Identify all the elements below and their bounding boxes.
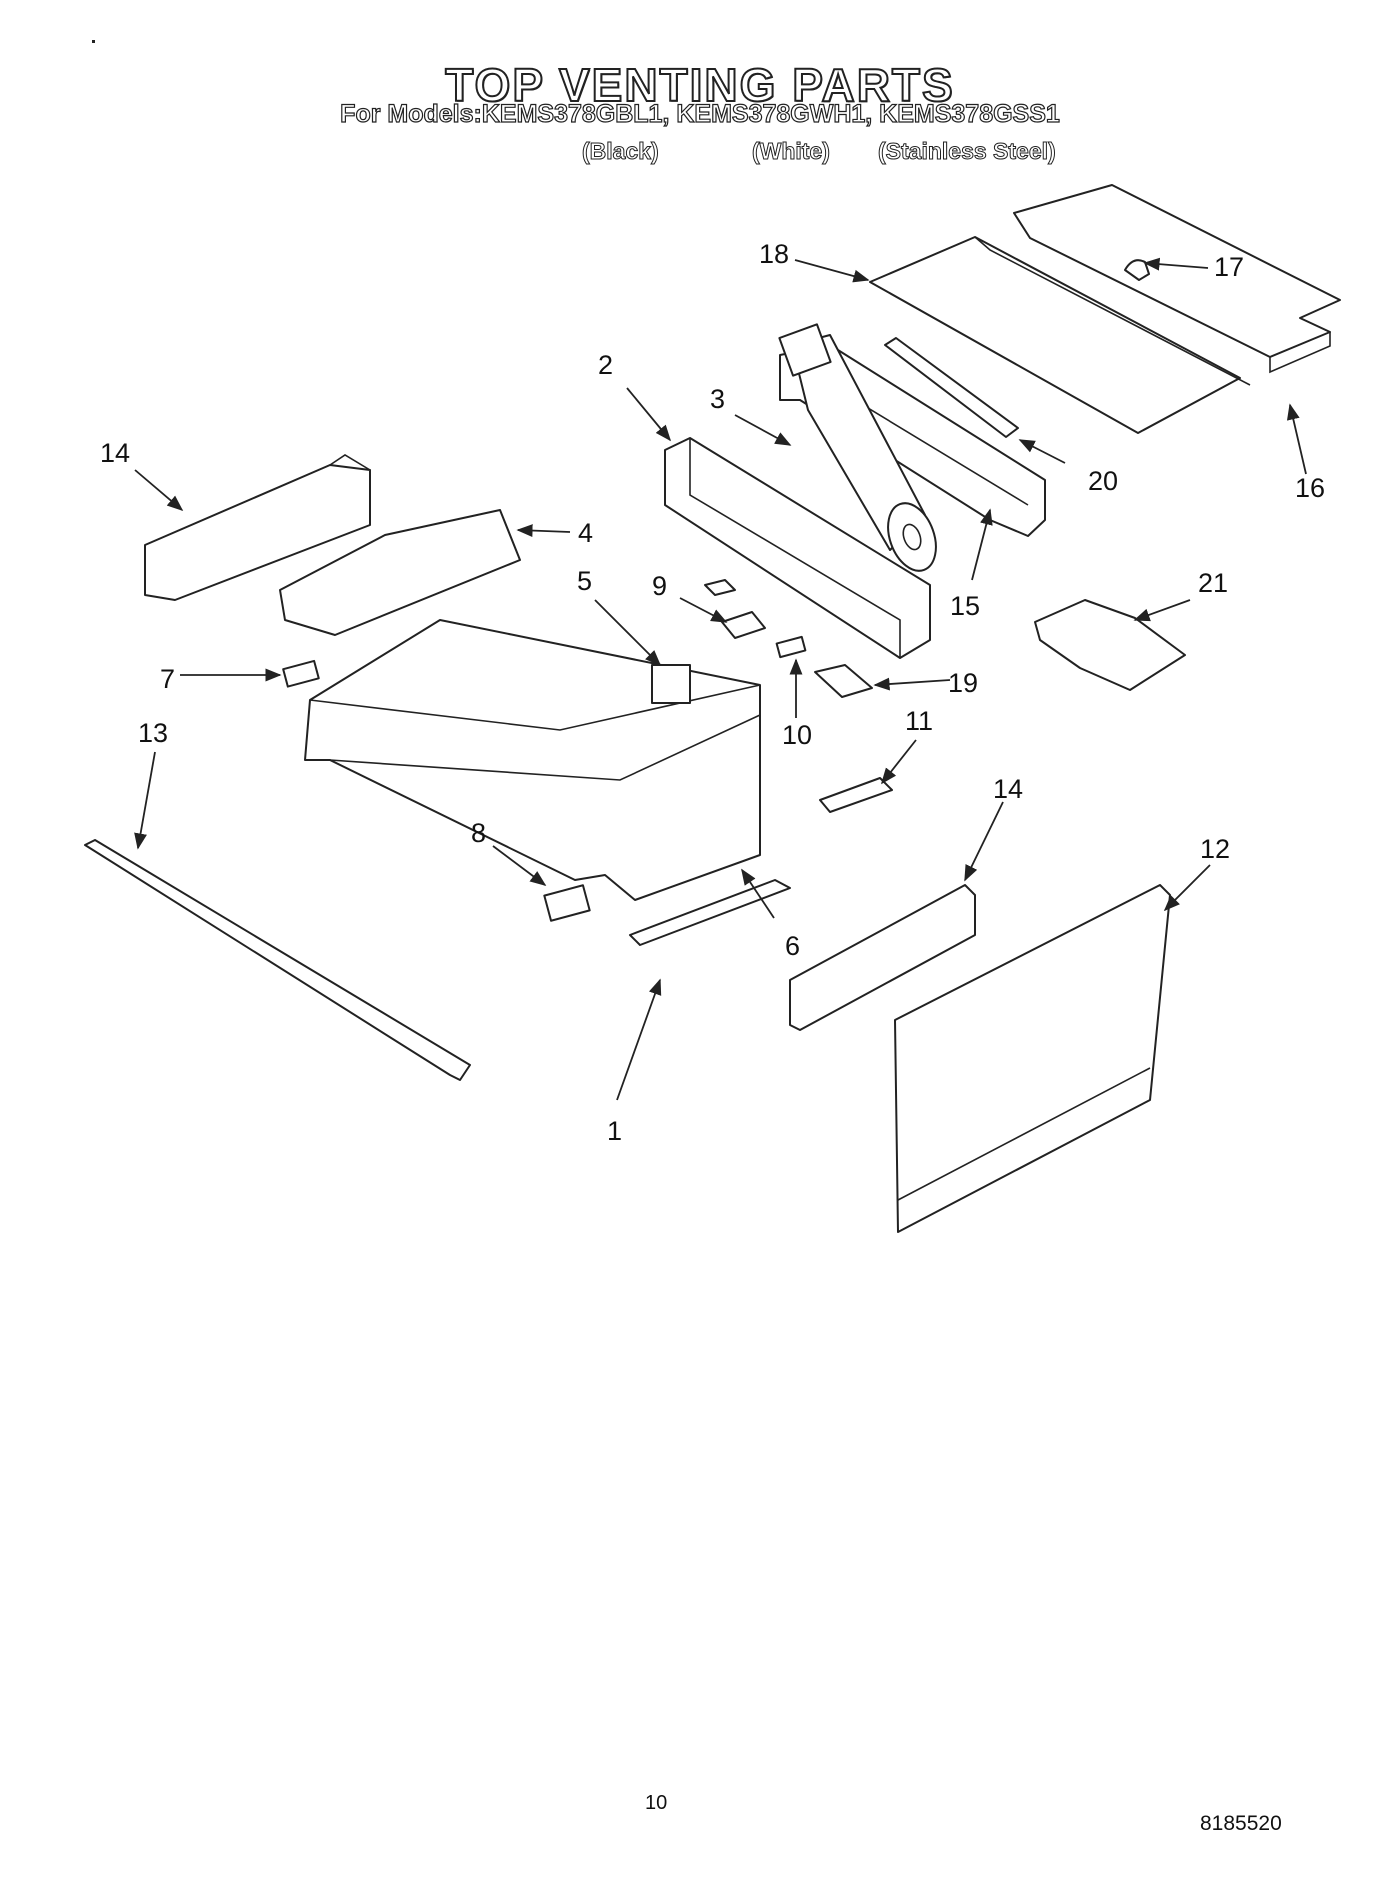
part-7-clip <box>282 659 320 688</box>
part-6-vent-housing <box>304 619 761 901</box>
part-14-right-bracket <box>789 884 976 1031</box>
part-9-terminal <box>704 579 766 639</box>
part-3-blower <box>778 323 937 572</box>
callout-1: 1 <box>607 1116 622 1146</box>
variant-black: (Black) <box>582 138 660 165</box>
models-line: For Models:KEMS378GBL1, KEMS378GWH1, KEM… <box>340 99 1061 128</box>
part-12-side-panel <box>894 884 1171 1233</box>
callout-10: 10 <box>782 720 812 750</box>
part-14-left-bracket <box>144 454 371 601</box>
callout-19: 19 <box>948 668 978 698</box>
callout-14-right: 14 <box>993 774 1023 804</box>
leader-lines <box>134 257 1307 1101</box>
callout-15: 15 <box>950 591 980 621</box>
callout-17: 17 <box>1214 252 1244 282</box>
part-18-vent-shield <box>869 236 1251 434</box>
variant-white: (White) <box>752 138 831 165</box>
callout-5: 5 <box>577 566 592 596</box>
callout-14-left: 14 <box>100 438 130 468</box>
callout-11: 11 <box>905 706 933 736</box>
callout-13: 13 <box>138 718 168 748</box>
part-20-gasket <box>884 337 1019 438</box>
callout-20: 20 <box>1088 466 1118 496</box>
callout-21: 21 <box>1198 568 1228 598</box>
callout-18: 18 <box>759 239 789 269</box>
callout-2: 2 <box>598 350 613 380</box>
part-21-mount <box>1034 599 1186 691</box>
page-title: TOP VENTING PARTS <box>444 58 955 112</box>
part-10-fuse <box>775 635 807 659</box>
callout-16: 16 <box>1295 473 1325 503</box>
part-11-terminal-strip <box>819 777 893 813</box>
part-2-channel <box>664 437 931 659</box>
part-19-filter <box>814 664 873 698</box>
callout-3: 3 <box>710 384 725 414</box>
callout-7: 7 <box>160 664 175 694</box>
corner-dot <box>92 40 95 43</box>
part-1-rail <box>629 879 791 946</box>
callout-8: 8 <box>471 818 486 848</box>
variant-stainless: (Stainless Steel) <box>878 138 1057 165</box>
part-8-connector <box>543 884 591 922</box>
part-4-plate <box>279 509 521 636</box>
part-5-switch <box>651 664 691 704</box>
document-number: 8185520 <box>1200 1812 1282 1835</box>
callout-4: 4 <box>578 518 593 548</box>
callout-numbers: 18 17 16 20 15 2 3 14 4 5 9 7 10 19 21 1… <box>100 239 1325 1146</box>
part-16-top-panel <box>1013 184 1341 374</box>
part-13-trim <box>84 839 471 1081</box>
part-17-clip <box>1124 259 1150 281</box>
callout-6: 6 <box>785 931 800 961</box>
callout-9: 9 <box>652 571 667 601</box>
page-number: 10 <box>645 1792 668 1814</box>
callout-12: 12 <box>1200 834 1230 864</box>
